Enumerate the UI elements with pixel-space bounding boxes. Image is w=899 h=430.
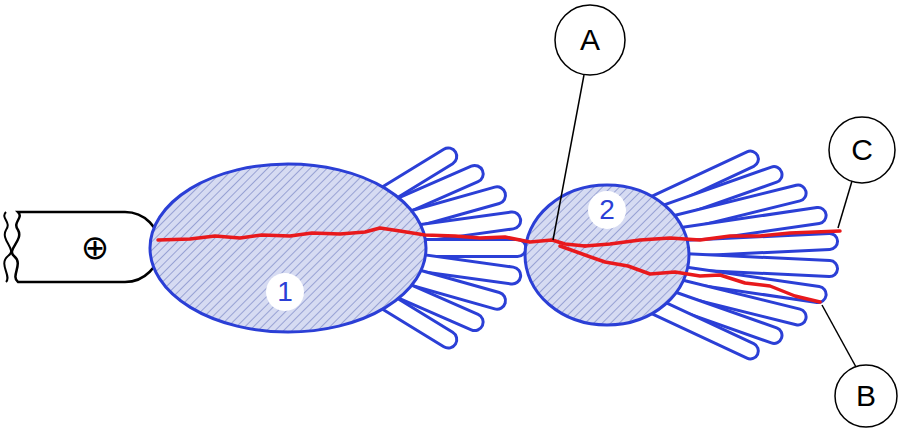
electrode-break [4,212,11,282]
callout-circle: A [552,2,628,78]
polarity-sign: ⊕ [81,230,110,264]
electrode-rod [12,212,160,282]
streamer-region: 2 [522,182,692,328]
hatched-ellipse [147,161,429,335]
breakdown-path [158,228,585,246]
breakdown-path [560,246,820,302]
breakdown-path [585,231,840,246]
ellipse-outline [525,185,689,325]
leader-line [838,181,852,228]
callout-letter: C [851,135,873,165]
callout-ring [555,5,625,75]
callout-letter: B [856,381,876,411]
callout-ring [829,117,895,183]
number-ground [588,191,626,229]
region-number: 2 [599,196,615,224]
callout-letter: A [580,25,600,55]
callout-ring [835,365,897,427]
leader-line [822,305,856,367]
number-ground [266,273,304,311]
callout-circle: B [832,362,899,430]
region-number: 1 [277,278,293,306]
leader-lines [553,75,856,367]
breakdown-channel [158,228,840,302]
streamer-region: 1 [147,161,429,335]
discharge-fins [365,145,838,362]
leader-line [553,75,584,240]
ellipse-outline [150,164,426,332]
callout-circle: C [826,114,898,186]
